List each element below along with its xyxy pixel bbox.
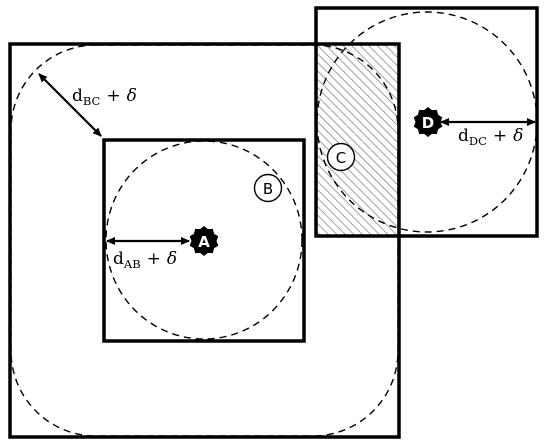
svg-text:A: A	[198, 233, 210, 251]
node-c: C	[326, 142, 356, 172]
label-dbc: dBC+δ	[72, 86, 137, 108]
svg-text:D: D	[422, 114, 434, 132]
dashed-circle-a	[105, 140, 303, 340]
node-b-circle	[253, 173, 283, 203]
inner-square-a	[102, 138, 306, 343]
node-a: A	[189, 226, 219, 256]
node-d-badge	[413, 107, 443, 137]
label-ddc: dDC+δ	[458, 126, 523, 148]
svg-text:C: C	[336, 149, 346, 167]
arrow-dbc	[38, 73, 102, 137]
node-b: B	[253, 173, 283, 203]
outer-square	[8, 42, 401, 439]
node-a-badge	[189, 226, 219, 256]
node-d: D	[413, 107, 443, 137]
node-c-circle	[326, 142, 356, 172]
dashed-rounded-boundary	[10, 44, 399, 437]
dashed-circle-d	[316, 11, 538, 233]
overlap-region	[316, 44, 399, 236]
label-dab: dAB+δ	[113, 249, 177, 271]
svg-text:B: B	[263, 180, 273, 198]
